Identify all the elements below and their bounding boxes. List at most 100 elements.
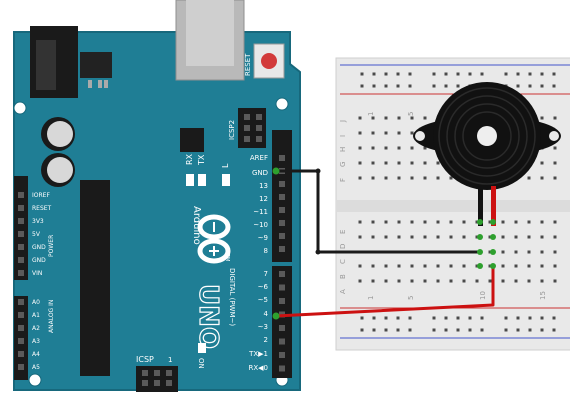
breadboard-hole bbox=[553, 264, 557, 268]
rail-hole bbox=[384, 72, 388, 76]
pin-label-4: 4 bbox=[264, 310, 269, 318]
reset-button-label: RESET bbox=[244, 53, 252, 76]
breadboard-hole bbox=[371, 161, 375, 165]
atmega-chip bbox=[80, 180, 110, 376]
rail-hole bbox=[396, 84, 400, 88]
header-socket bbox=[18, 299, 24, 305]
breadboard-hole bbox=[501, 235, 505, 239]
breadboard-hole bbox=[423, 220, 427, 224]
rail-hole bbox=[540, 84, 544, 88]
breadboard-hole bbox=[358, 264, 362, 268]
mounting-hole bbox=[275, 97, 289, 111]
breadboard-hole bbox=[514, 235, 518, 239]
buzzer-hole bbox=[477, 126, 497, 146]
header-sockets bbox=[18, 114, 285, 386]
rail-hole bbox=[408, 84, 412, 88]
icsp-socket bbox=[166, 380, 172, 386]
header-socket bbox=[18, 244, 24, 250]
breadboard-hole bbox=[514, 279, 518, 283]
rail-hole bbox=[396, 72, 400, 76]
breadboard-hole bbox=[371, 131, 375, 135]
icsp-pin-label: 1 bbox=[168, 356, 172, 364]
rail-hole bbox=[444, 72, 448, 76]
pin-label-9: ~9 bbox=[258, 234, 268, 242]
breadboard-hole bbox=[384, 176, 388, 180]
pin-label-gnd: GND bbox=[252, 169, 268, 177]
buzzer-lead-positive bbox=[491, 186, 496, 226]
rail-hole bbox=[552, 72, 556, 76]
rail-hole bbox=[432, 84, 436, 88]
reset-button-cap[interactable] bbox=[261, 53, 277, 69]
column-number-5-top: 5 bbox=[407, 112, 415, 116]
breadboard-hole bbox=[436, 176, 440, 180]
on-label: ON bbox=[197, 358, 205, 369]
breadboard-hole bbox=[410, 220, 414, 224]
breadboard-hole bbox=[475, 279, 479, 283]
header-socket bbox=[279, 338, 285, 345]
breadboard-hole bbox=[371, 146, 375, 150]
header-socket bbox=[18, 325, 24, 331]
piezo-buzzer bbox=[413, 82, 561, 226]
column-number-1-bottom: 1 bbox=[367, 296, 375, 300]
rail-hole bbox=[408, 316, 412, 320]
wire-bend bbox=[315, 249, 321, 255]
header-socket bbox=[18, 218, 24, 224]
buzzer-mount-hole bbox=[415, 131, 425, 141]
pin-label-13: 13 bbox=[259, 182, 268, 190]
breadboard-channel bbox=[336, 200, 570, 212]
l-led bbox=[222, 174, 230, 186]
rail-hole bbox=[552, 328, 556, 332]
breadboard-hole bbox=[540, 235, 544, 239]
column-number-5-bottom: 5 bbox=[407, 296, 415, 300]
breadboard-hole bbox=[553, 116, 557, 120]
breadboard-hole bbox=[423, 161, 427, 165]
rail-hole bbox=[540, 72, 544, 76]
rail-hole bbox=[444, 316, 448, 320]
breadboard-hole bbox=[436, 220, 440, 224]
icsp2-socket bbox=[256, 125, 262, 131]
pin-label-a3: A3 bbox=[32, 338, 40, 345]
rail-hole bbox=[504, 328, 508, 332]
breadboard-hole bbox=[553, 220, 557, 224]
header-socket bbox=[18, 192, 24, 198]
breadboard-hole bbox=[423, 176, 427, 180]
breadboard-hole bbox=[371, 235, 375, 239]
wire-endpoint bbox=[477, 249, 483, 255]
breadboard-hole bbox=[449, 264, 453, 268]
header-socket bbox=[279, 352, 285, 358]
pin-label-6: ~6 bbox=[258, 283, 269, 291]
breadboard-hole bbox=[410, 264, 414, 268]
breadboard-hole bbox=[397, 279, 401, 283]
row-letter-a: A bbox=[339, 289, 347, 294]
breadboard-hole bbox=[449, 176, 453, 180]
breadboard-hole bbox=[384, 235, 388, 239]
usb-connector-face bbox=[186, 0, 234, 66]
pin-label-gnd-1: GND bbox=[32, 244, 46, 251]
breadboard-hole bbox=[384, 146, 388, 150]
regulator-pin bbox=[98, 80, 102, 88]
power-header bbox=[14, 176, 28, 280]
pin-label-aref: AREF bbox=[250, 154, 268, 162]
wire-endpoint bbox=[272, 167, 280, 175]
breadboard-hole bbox=[423, 279, 427, 283]
breadboard-hole bbox=[384, 116, 388, 120]
icsp2-socket bbox=[244, 114, 250, 120]
rail-hole bbox=[516, 328, 520, 332]
rail-hole bbox=[516, 316, 520, 320]
breadboard-hole bbox=[384, 220, 388, 224]
rail-hole bbox=[408, 72, 412, 76]
header-socket bbox=[18, 231, 24, 237]
breadboard-hole bbox=[540, 116, 544, 120]
uno-label: UNO bbox=[193, 284, 223, 349]
row-letter-f: F bbox=[339, 178, 347, 182]
breadboard-hole bbox=[540, 250, 544, 254]
rail-hole bbox=[432, 316, 436, 320]
breadboard-hole bbox=[540, 161, 544, 165]
breadboard-hole bbox=[397, 161, 401, 165]
breadboard-hole bbox=[371, 220, 375, 224]
rail-hole bbox=[360, 328, 364, 332]
pin-label-11: ~11 bbox=[253, 208, 268, 216]
voltage-regulator bbox=[80, 52, 112, 78]
rail-hole bbox=[540, 316, 544, 320]
tx-led bbox=[198, 174, 206, 186]
